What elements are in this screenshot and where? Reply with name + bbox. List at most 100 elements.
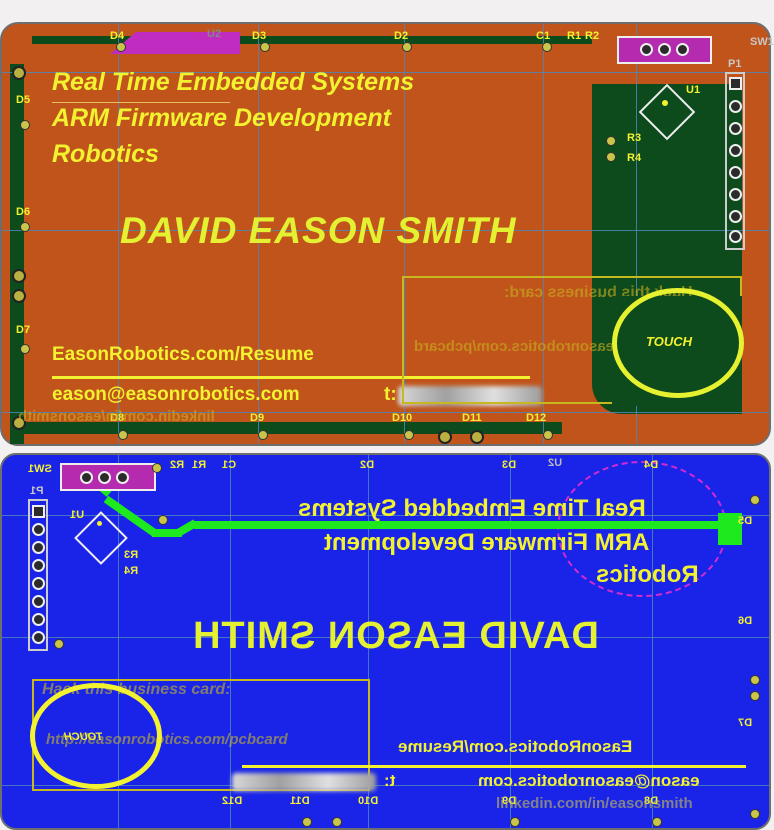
p1-pad	[32, 613, 45, 626]
phone-redacted	[232, 773, 376, 791]
via	[652, 817, 662, 827]
ref-sw1: SW1	[28, 463, 52, 475]
via	[404, 430, 414, 440]
via	[20, 120, 30, 130]
via	[332, 817, 342, 827]
u1-chip-dot	[662, 100, 668, 106]
sw1-pad	[658, 43, 671, 56]
ref-p1: P1	[30, 485, 44, 497]
ref-d6: D6	[738, 615, 753, 627]
touch-ring[interactable]	[612, 288, 744, 398]
p1-pad	[729, 210, 742, 223]
sw1-pad	[98, 471, 111, 484]
ref-r1: R1	[192, 459, 207, 471]
ref-r1: R1	[567, 30, 582, 42]
phone-label: t:	[384, 384, 397, 405]
ref-d7: D7	[16, 324, 31, 336]
p1-pad	[32, 505, 45, 518]
grid-line	[2, 785, 769, 786]
ref-d2: D2	[394, 30, 409, 42]
u1-chip-dot	[97, 521, 102, 526]
resume-url: EasonRobotics.com/Resume	[52, 344, 314, 365]
p1-pad	[729, 122, 742, 135]
p1-header-outline	[725, 72, 745, 250]
email-address: eason@easonrobotics.com	[478, 771, 700, 790]
ref-d5: D5	[16, 94, 31, 106]
via	[510, 817, 520, 827]
ground-fill-bottom-strip	[22, 422, 562, 434]
ref-d10: D10	[358, 795, 379, 807]
email-address: eason@easonrobotics.com	[52, 384, 300, 405]
via	[606, 136, 616, 146]
green-trace	[194, 521, 719, 529]
via	[750, 691, 760, 701]
led-pad	[438, 430, 452, 444]
grid-line	[636, 24, 637, 444]
ref-c1: C1	[536, 30, 551, 42]
via	[543, 430, 553, 440]
grid-line	[510, 455, 511, 828]
via	[54, 639, 64, 649]
ref-d12: D12	[526, 412, 547, 424]
p1-pad	[32, 595, 45, 608]
p1-pad	[729, 100, 742, 113]
ref-d4: D4	[644, 459, 659, 471]
ref-p1: P1	[728, 58, 742, 70]
p1-pad	[729, 230, 742, 243]
via	[260, 42, 270, 52]
phone-redacted	[398, 386, 542, 406]
ref-d9: D9	[250, 412, 265, 424]
bottom-layer-board: SW1 R1 R2 C1 D2 D3 U2 D4 P1 U1 R3 R4 D5 …	[0, 453, 771, 830]
grid-line	[2, 230, 769, 231]
ref-d3: D3	[252, 30, 267, 42]
grid-line	[2, 515, 769, 516]
linkedin-url: linkedin.com/in/easonsmith	[496, 795, 693, 812]
touch-label: TOUCH	[646, 334, 692, 349]
ref-d7: D7	[738, 717, 753, 729]
sw1-pad	[640, 43, 653, 56]
ref-u2: U2	[207, 28, 222, 40]
ref-d12: D12	[222, 795, 243, 807]
via	[402, 42, 412, 52]
ref-r3: R3	[627, 132, 642, 144]
ref-d11: D11	[290, 795, 310, 807]
ref-u1: U1	[70, 509, 85, 521]
p1-pad	[32, 577, 45, 590]
via	[750, 809, 760, 819]
via	[302, 817, 312, 827]
grid-line	[2, 72, 769, 73]
via	[20, 344, 30, 354]
headline-line-1: Real Time Embedded Systems	[298, 495, 646, 522]
via	[750, 495, 760, 505]
u2-footprint	[110, 32, 240, 54]
sw1-pad	[80, 471, 93, 484]
headline-line-3: Robotics	[52, 140, 159, 168]
ref-d4: D4	[110, 30, 125, 42]
ground-fill-top-strip	[32, 36, 592, 44]
ref-u1: U1	[686, 84, 701, 96]
green-pad	[718, 513, 742, 545]
led-pad	[12, 66, 26, 80]
led-pad	[12, 269, 26, 283]
divider-line	[242, 765, 746, 768]
via	[542, 42, 552, 52]
ref-d6: D6	[16, 206, 31, 218]
via	[118, 430, 128, 440]
p1-pad	[729, 188, 742, 201]
card-name: DAVID EASON SMITH	[192, 615, 599, 657]
sw1-pad	[116, 471, 129, 484]
resume-url: EasonRobotics.com/Resume	[398, 737, 633, 756]
p1-pad	[729, 144, 742, 157]
touch-ring[interactable]	[30, 683, 162, 789]
grid-line	[2, 637, 769, 638]
sw1-pad	[676, 43, 689, 56]
ref-d8: D8	[110, 412, 125, 424]
headline-line-1: Real Time Embedded Systems	[52, 68, 415, 96]
p1-pad	[729, 166, 742, 179]
ref-d5: D5	[738, 515, 753, 527]
grid-line	[404, 24, 405, 444]
p1-pad	[729, 77, 742, 90]
grid-line	[543, 24, 544, 444]
p1-header-outline	[28, 499, 48, 651]
ref-d2: D2	[360, 459, 375, 471]
